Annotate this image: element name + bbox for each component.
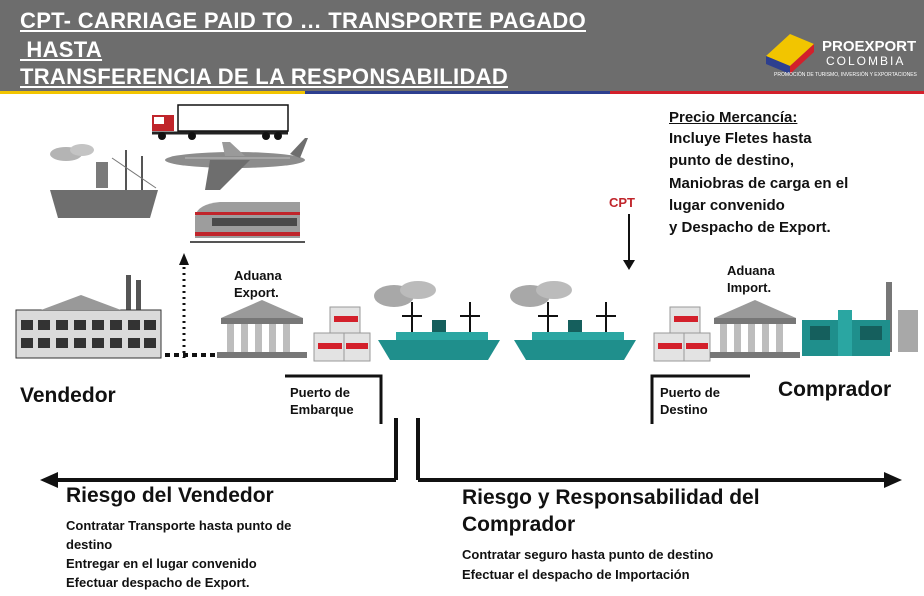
proexport-flag-icon [766,34,814,74]
proexport-logo: PROEXPORT COLOMBIA PROMOCIÓN DE TURISMO,… [760,14,920,84]
seller-risk-item: Efectuar despacho de Export. [66,575,250,590]
destination-port-label: Destino [660,402,708,417]
title-line-2: HASTA [20,37,103,62]
cpt-label: CPT [609,195,635,210]
seller-risk-item: Entregar en el lugar convenido [66,556,257,571]
buyer-risk-item: Efectuar el despacho de Importación [462,567,690,582]
dotted-connector [165,353,215,357]
seller-risk-item: destino [66,537,113,552]
price-note-heading: Precio Mercancía: [669,109,798,126]
cpt-down-arrow-icon [623,214,635,270]
buyer-risk-title: Riesgo y Responsabilidad del [462,486,760,509]
price-note-line: lugar convenido [669,197,785,214]
airplane-icon [165,138,308,190]
buyer-risk-title: Comprador [462,513,576,536]
origin-port-label: Puerto de [290,385,350,400]
export-customs-building-icon [217,300,307,358]
logo-tagline: PROMOCIÓN DE TURISMO, INVERSIÓN Y EXPORT… [774,72,917,78]
import-customs-label: Import. [727,280,772,295]
ship-destination-icon [510,281,636,360]
import-customs-label: Aduana [727,263,775,278]
industrial-plant-icon [802,282,918,356]
cargo-ship-icon [50,144,158,218]
buyer-risk-item: Contratar seguro hasta punto de destino [462,547,714,562]
truck-icon [152,104,289,140]
logo-name: PROEXPORT [822,38,917,55]
price-note-line: Maniobras de carga en el [669,175,849,192]
train-icon [190,202,305,243]
destination-port-label: Puerto de [660,385,720,400]
transport-up-arrow-icon [179,253,189,358]
origin-port-bracket [285,374,383,424]
ship-origin-icon [374,281,500,360]
containers-destination-icon [653,306,711,362]
destination-port-bracket [650,374,750,424]
title-line-3: TRANSFERENCIA DE LA RESPONSABILIDAD [20,64,509,89]
seller-label: Vendedor [20,384,116,407]
header-bar: CPT- CARRIAGE PAID TO … TRANSPORTE PAGAD… [0,0,924,94]
risk-transfer-arrows [40,418,902,488]
flag-stripe [0,91,924,94]
price-note-line: y Despacho de Export. [669,219,831,236]
export-customs-label: Export. [234,285,279,300]
export-customs-label: Aduana [234,268,282,283]
origin-port-label: Embarque [290,402,354,417]
title-line-1: CPT- CARRIAGE PAID TO … TRANSPORTE PAGAD… [20,8,586,33]
price-note-line: punto de destino, [669,152,794,169]
containers-origin-icon [313,306,371,362]
import-customs-building-icon [710,300,800,358]
seller-risk-item: Contratar Transporte hasta punto de [66,518,292,533]
logo-sub: COLOMBIA [826,54,906,68]
price-note-line: Incluye Fletes hasta [669,130,812,147]
buyer-label: Comprador [778,378,892,401]
seller-risk-title: Riesgo del Vendedor [66,484,274,507]
factory-icon [15,275,162,359]
